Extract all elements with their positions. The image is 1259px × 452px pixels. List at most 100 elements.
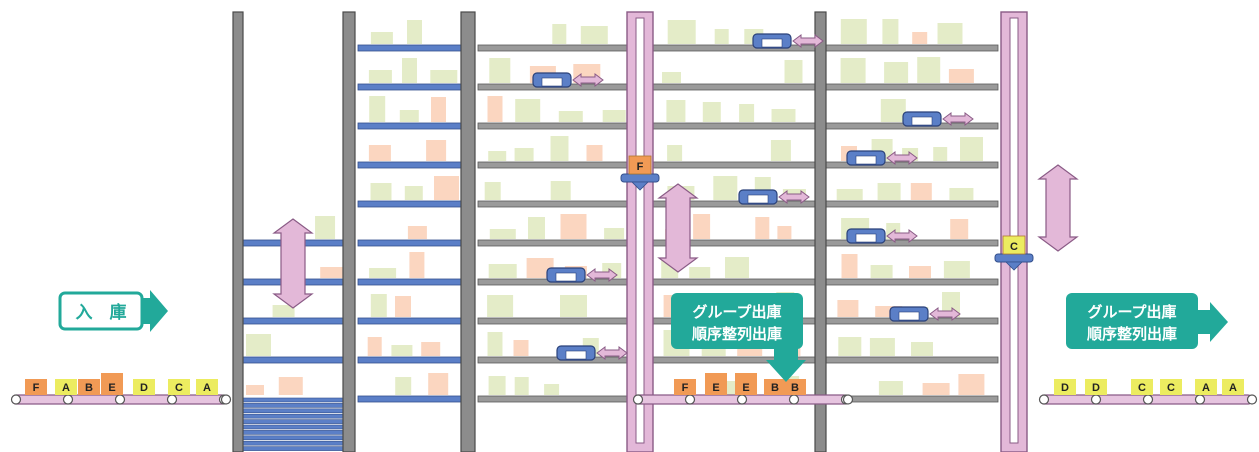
rack-column xyxy=(232,11,244,452)
lifts: FC xyxy=(272,11,1079,452)
shuttle-window xyxy=(555,272,577,282)
stored-box xyxy=(702,102,721,122)
stored-box xyxy=(272,305,295,317)
outbound-conveyor-box-label: C xyxy=(1138,382,1146,394)
middle-conveyor-roller xyxy=(632,394,644,405)
stored-box xyxy=(544,384,560,395)
stored-box xyxy=(407,20,422,44)
horizontal-double-arrow-icon xyxy=(792,34,824,48)
blue-stack-rail xyxy=(239,424,347,430)
lift-2-carrier-box xyxy=(1002,235,1026,255)
stored-box xyxy=(739,104,755,122)
stored-box xyxy=(368,145,391,161)
inbound-conveyor-box-label: E xyxy=(108,382,115,394)
outbound-label-box xyxy=(1066,293,1198,349)
shelf-rail xyxy=(477,161,999,169)
stored-box xyxy=(395,296,411,317)
inbound-label-box xyxy=(58,291,144,331)
stored-box xyxy=(550,181,571,200)
outbound-conveyor-box-label: A xyxy=(1229,382,1237,394)
stored-box xyxy=(421,342,441,356)
shelf-rail xyxy=(477,44,999,52)
outbound-conveyor-box xyxy=(1085,379,1107,395)
outbound-conveyor-roller xyxy=(1142,394,1154,405)
stored-box xyxy=(838,337,862,356)
stored-box xyxy=(391,345,413,356)
inbound-conveyor-box-label: A xyxy=(203,382,211,394)
blue-shelf-rail xyxy=(239,356,347,364)
stored-box xyxy=(884,62,909,83)
inbound-conveyor-roller xyxy=(62,394,74,405)
middle-label-box xyxy=(671,293,803,349)
stored-box xyxy=(840,19,867,44)
horizontal-double-arrow-icon xyxy=(778,190,810,204)
horizontal-double-arrow-icon xyxy=(942,112,974,126)
down-arrow-icon xyxy=(766,347,806,382)
stored-box xyxy=(434,176,459,200)
middle-conveyor-box-label: B xyxy=(791,382,799,394)
stored-box xyxy=(514,148,534,161)
stored-box xyxy=(911,342,933,356)
blue-stack-rail xyxy=(239,419,347,424)
stored-box xyxy=(487,96,503,122)
stored-box xyxy=(404,186,423,200)
stored-box xyxy=(725,257,749,278)
stored-box xyxy=(667,20,696,44)
stored-box xyxy=(407,226,427,239)
stored-box xyxy=(840,58,866,83)
outbound-conveyor-box-label: C xyxy=(1167,382,1175,394)
rack-column xyxy=(460,11,476,452)
inbound-callout: 入 庫 xyxy=(58,290,168,332)
blue-shelf-rail xyxy=(357,317,465,325)
stored-box xyxy=(922,383,950,395)
stored-box xyxy=(693,214,711,239)
outbound-arrow-icon xyxy=(1196,302,1228,342)
middle-conveyor-box-label: F xyxy=(682,382,689,394)
shelf-rail xyxy=(477,122,999,130)
middle-conveyor-roller xyxy=(736,394,748,405)
stored-box xyxy=(882,19,899,44)
stored-box xyxy=(369,268,397,278)
stored-box xyxy=(909,266,931,278)
outbound-conveyor-box xyxy=(1160,379,1182,395)
stored-box xyxy=(912,32,928,44)
stored-box xyxy=(837,300,859,317)
shelf-rail xyxy=(477,356,999,364)
stored-box xyxy=(770,140,791,161)
inbound-conveyor-box-label: C xyxy=(175,382,183,394)
stored-box xyxy=(409,252,425,278)
stored-box xyxy=(910,183,932,200)
shuttle-window xyxy=(747,194,769,204)
vertical-double-arrow-icon xyxy=(272,218,314,309)
blue-shelf-rail xyxy=(357,44,465,52)
blue-shelf-rail xyxy=(357,239,465,247)
stored-box xyxy=(836,189,863,200)
middle-output-callout: グループ出庫 順序整列出庫 xyxy=(671,293,806,382)
stored-box xyxy=(870,265,893,278)
stored-box xyxy=(689,267,711,278)
lift-2-carrier-label: C xyxy=(1010,241,1018,253)
shelf-rail xyxy=(477,83,999,91)
inbound-conveyor-roller xyxy=(220,394,232,405)
lift-shaft-2-slot xyxy=(1009,17,1019,444)
stored-box xyxy=(369,96,386,122)
lift-2-carrier-hook xyxy=(1005,261,1023,271)
shuttle-window xyxy=(898,311,920,321)
inbound-conveyor-roller xyxy=(166,394,178,405)
stored-box xyxy=(278,377,303,395)
lift-shaft-1-slot xyxy=(635,17,645,444)
middle-conveyor-box xyxy=(674,379,696,395)
stored-box xyxy=(950,219,969,239)
blue-shelf-rail xyxy=(239,317,347,325)
stored-box xyxy=(487,332,503,356)
shuttle-window xyxy=(855,155,877,165)
middle-conveyor-box-label: B xyxy=(771,382,779,394)
outbound-conveyor-roller xyxy=(1038,394,1050,405)
stored-box xyxy=(771,109,796,122)
stored-box xyxy=(489,229,516,239)
stored-box xyxy=(880,99,906,122)
horizontal-double-arrow-icon xyxy=(596,346,628,360)
stored-box xyxy=(878,381,903,395)
